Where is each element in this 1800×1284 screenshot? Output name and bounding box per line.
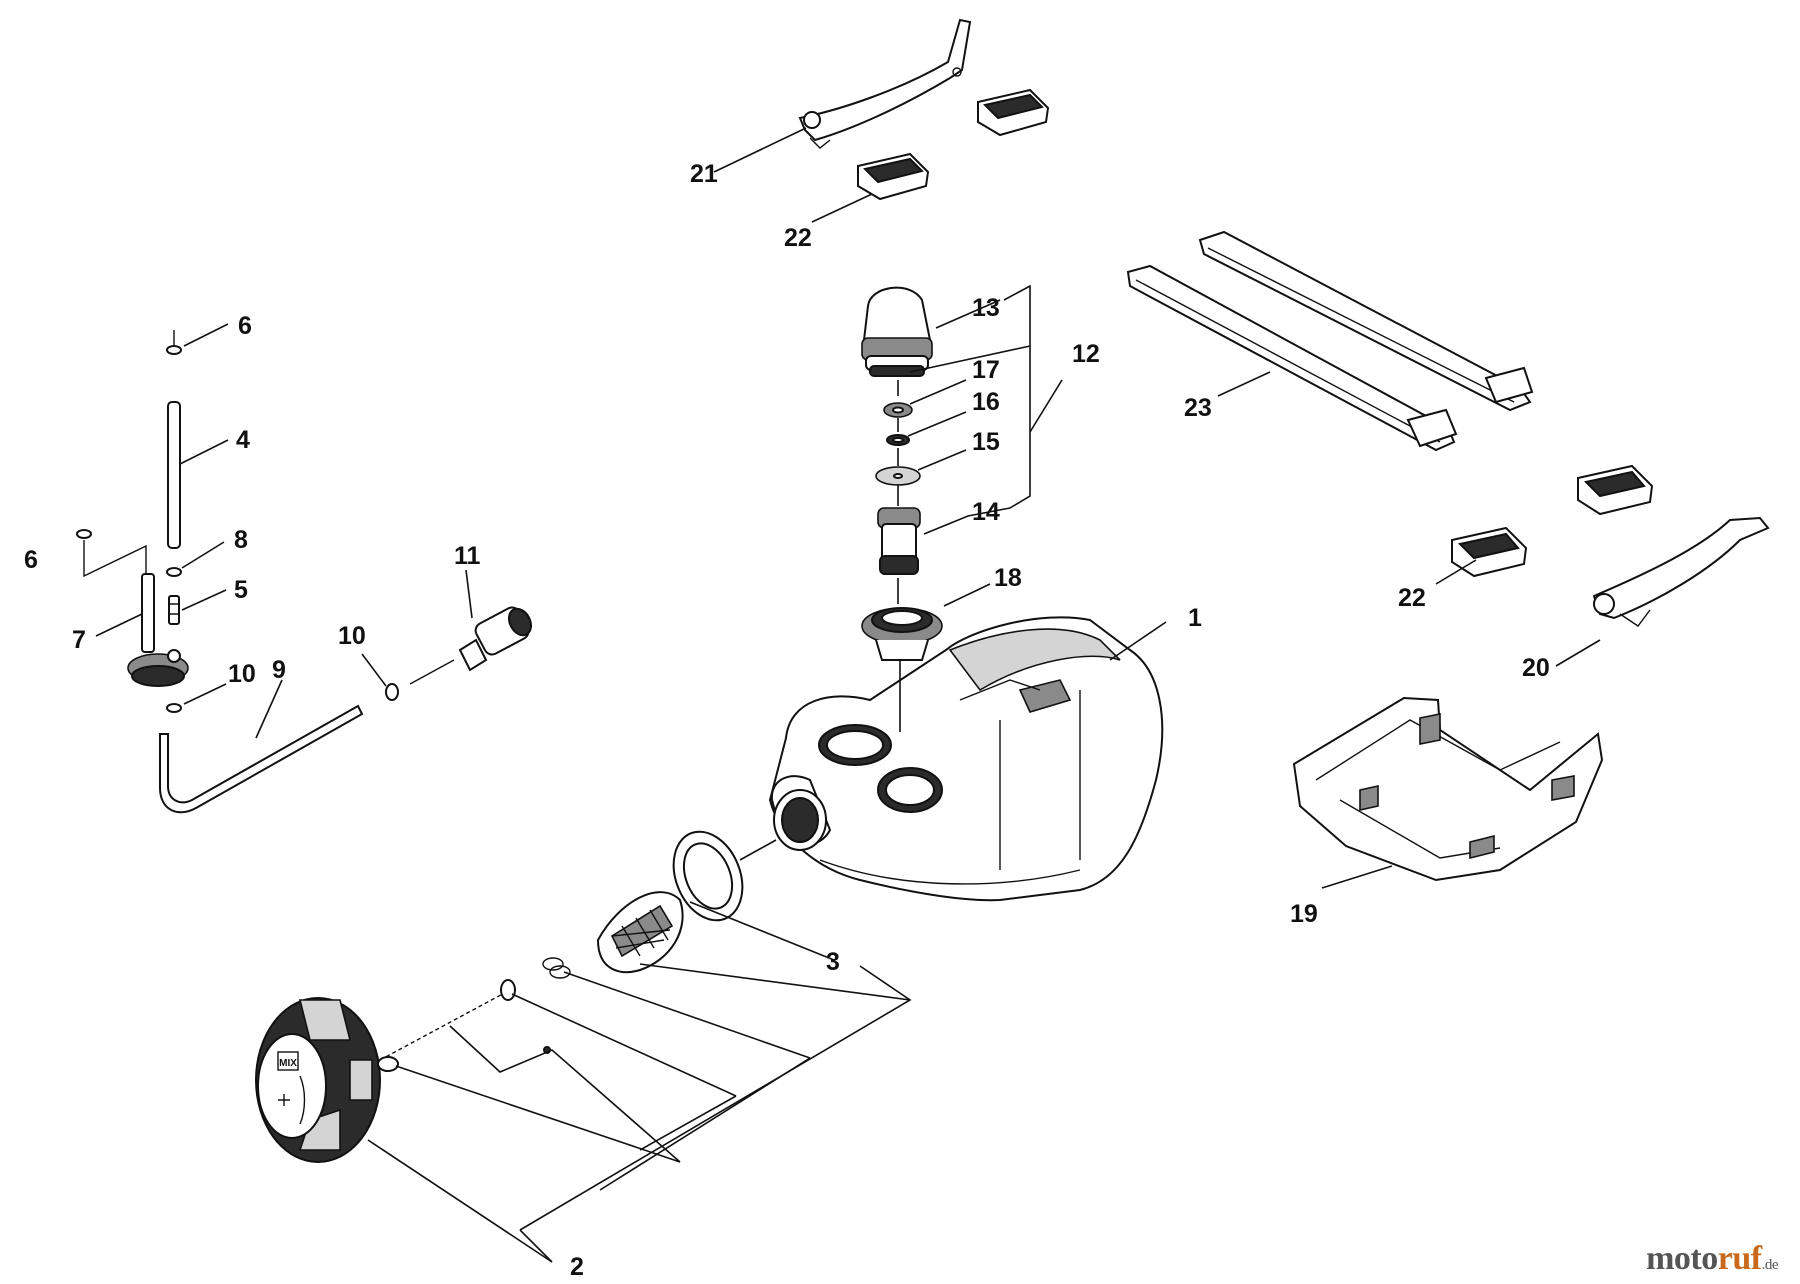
part-10-ring-right xyxy=(385,683,399,701)
callout-numbers: 1 2 3 4 5 6 6 7 8 9 10 10 11 12 13 14 15… xyxy=(24,160,1550,1281)
watermark-name-accent: ruf xyxy=(1717,1240,1762,1277)
part-2-chain xyxy=(377,957,571,1072)
watermark-suffix: .de xyxy=(1761,1257,1779,1273)
part-4-tube xyxy=(167,401,181,549)
callout-21: 21 xyxy=(690,160,718,188)
part-2-screen xyxy=(596,891,684,974)
part-6-ring-top xyxy=(166,330,182,355)
part-8-ring xyxy=(166,567,182,577)
leader-lines xyxy=(95,127,1601,1263)
callout-20: 20 xyxy=(1522,654,1550,682)
callout-4: 4 xyxy=(236,426,250,454)
part-5-fitting xyxy=(168,595,180,625)
callout-17: 17 xyxy=(972,356,1000,384)
part-16-ring xyxy=(886,434,910,446)
callout-15: 15 xyxy=(972,428,1000,456)
callout-9: 9 xyxy=(272,656,286,684)
callout-2: 2 xyxy=(570,1253,584,1281)
watermark-logo: motoruf.de xyxy=(1646,1240,1778,1278)
callout-6-top: 6 xyxy=(238,312,252,340)
callout-1: 1 xyxy=(1188,604,1202,632)
callout-5: 5 xyxy=(234,576,248,604)
part-23-straps xyxy=(1126,230,1534,452)
callout-12: 12 xyxy=(1072,340,1100,368)
part-14-valve xyxy=(877,507,921,575)
part-22-clip-top xyxy=(857,88,1050,201)
callout-13: 13 xyxy=(972,294,1000,322)
part-15-disc xyxy=(875,466,921,486)
watermark-name-start: moto xyxy=(1646,1240,1718,1277)
callout-3: 3 xyxy=(826,948,840,976)
callout-22-top: 22 xyxy=(784,224,812,252)
callout-7: 7 xyxy=(72,626,86,654)
callout-19: 19 xyxy=(1290,900,1318,928)
callout-18: 18 xyxy=(994,564,1022,592)
callout-22-right: 22 xyxy=(1398,584,1426,612)
stack-center-line xyxy=(897,380,901,732)
part-17-washer xyxy=(883,402,913,418)
part-22-clip-right xyxy=(1451,464,1654,578)
part-19-cradle xyxy=(1292,696,1604,882)
callout-6-left: 6 xyxy=(24,546,38,574)
part-20-bracket xyxy=(1592,516,1770,627)
part-1-fuel-tank xyxy=(768,616,1164,902)
part-6-ring-left xyxy=(76,529,147,578)
callout-8: 8 xyxy=(234,526,248,554)
callout-23: 23 xyxy=(1184,394,1212,422)
part-2-fuel-cap: MIX xyxy=(255,997,381,1163)
callout-14: 14 xyxy=(972,498,1000,526)
part-3-gasket xyxy=(672,830,744,922)
part-21-bracket xyxy=(798,18,972,149)
callout-10-left: 10 xyxy=(228,660,256,688)
cap-mix-label: MIX xyxy=(279,1058,297,1069)
callout-16: 16 xyxy=(972,388,1000,416)
part-10-ring-left xyxy=(166,703,182,713)
part-18-grommet xyxy=(861,607,943,661)
part-13-filter xyxy=(861,286,933,377)
callout-10-right: 10 xyxy=(338,622,366,650)
part-7-grommet xyxy=(127,573,189,687)
gasket-center-line xyxy=(739,839,777,861)
part-11-filter xyxy=(409,606,533,685)
callout-11: 11 xyxy=(454,542,481,570)
part-9-fuel-line xyxy=(159,704,364,814)
